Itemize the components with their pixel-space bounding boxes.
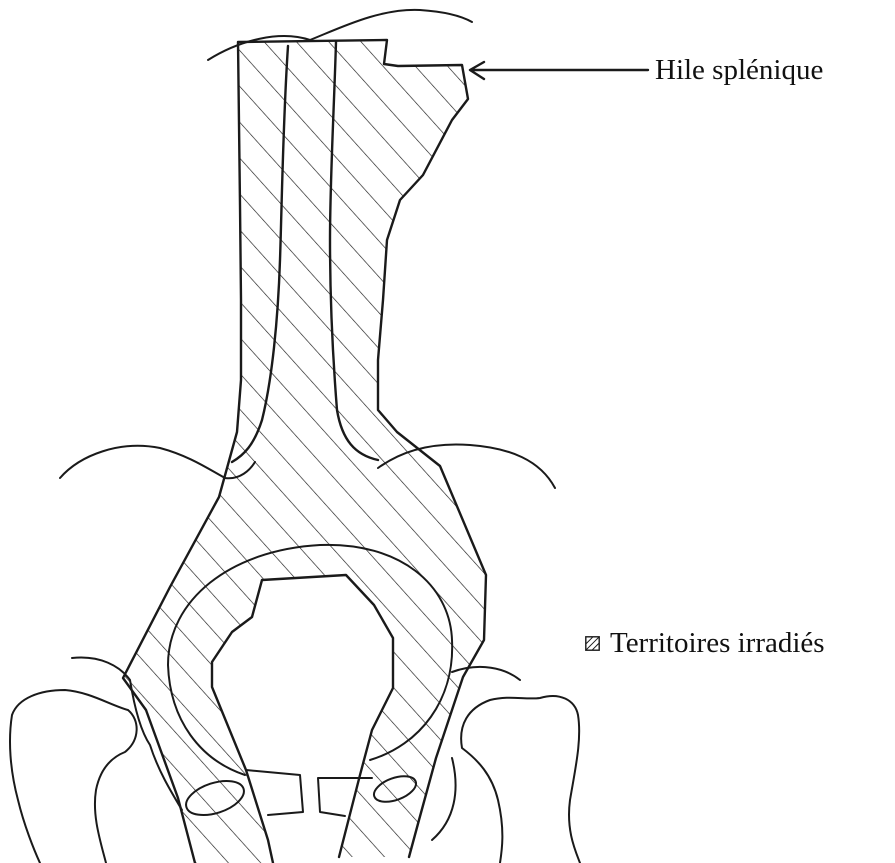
legend: Territoires irradiés: [585, 629, 825, 658]
hilum-arrow: [470, 62, 648, 79]
hatched-square-icon: [585, 636, 600, 651]
legend-label: Territoires irradiés: [610, 629, 825, 658]
splenic-hilum-label: Hile splénique: [655, 56, 823, 85]
irradiated-hatching: [100, 30, 520, 863]
left-femur: [10, 690, 137, 863]
right-femur: [461, 696, 580, 863]
